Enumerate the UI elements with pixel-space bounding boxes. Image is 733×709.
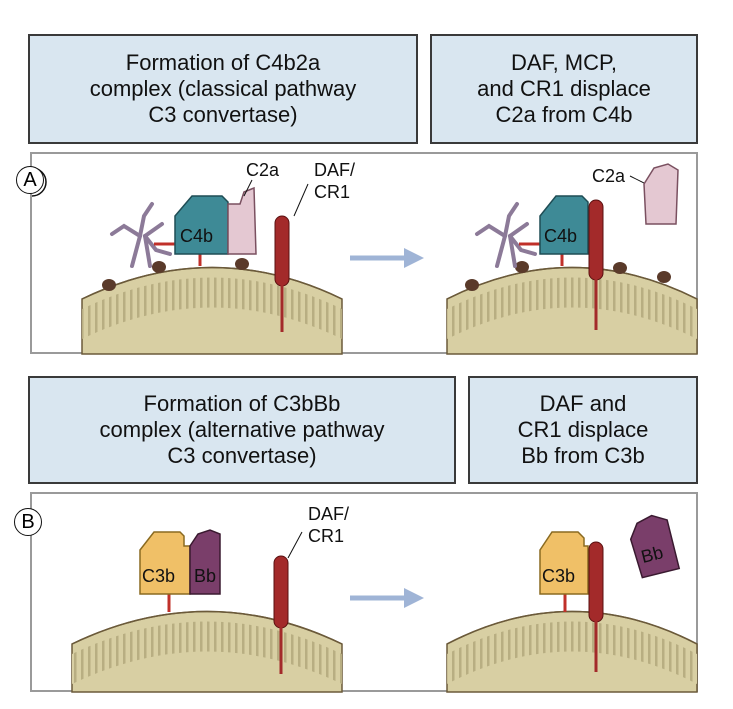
panel-b-marker: B (14, 508, 42, 536)
panel-b: C3b Bb DAF/ CR1 C3b Bb (30, 492, 698, 693)
arrow-icon (350, 248, 424, 268)
membrane-bump (613, 262, 627, 274)
cr1-label: CR1 (314, 182, 350, 202)
header-alternative-formation: Formation of C3bBb complex (alternative … (28, 376, 456, 484)
c4b-label: C4b (180, 226, 213, 246)
panel-a: C4b C2a DAF/ CR1 (30, 152, 698, 355)
panel-a-marker-text: A (23, 168, 37, 191)
header-classical-formation: Formation of C4b2a complex (classical pa… (28, 34, 418, 144)
arrow-icon (350, 588, 424, 608)
header-line: C2a from C4b (495, 102, 633, 127)
c2a-pointer (243, 179, 253, 197)
membrane-bump (102, 279, 116, 291)
header-line: and CR1 displace (477, 76, 651, 101)
header-line: complex (classical pathway (89, 76, 357, 101)
panel-b-diagram: C3b Bb DAF/ CR1 C3b Bb (71, 504, 698, 693)
header-line: DAF, MCP, (511, 50, 617, 75)
header-line: Formation of C3bBb (143, 391, 341, 416)
cr1-label: CR1 (308, 526, 344, 546)
header-line: DAF and (539, 391, 627, 416)
header-line: CR1 displace (517, 417, 649, 442)
daf-cr1-protein (588, 541, 604, 623)
c3b-label: C3b (142, 566, 175, 586)
panel-a-diagram: C4b C2a DAF/ CR1 (32, 160, 698, 355)
header-line: complex (alternative pathway (99, 417, 385, 442)
antibody-icon (475, 202, 537, 268)
bb-released: Bb (629, 514, 681, 579)
c2a-released-shape (643, 163, 679, 225)
bb-label: Bb (194, 566, 216, 586)
c3b-shape (539, 531, 589, 595)
membrane-bump (465, 279, 479, 291)
c3b-shape (139, 531, 191, 595)
panel-a-marker: A (16, 166, 44, 194)
c2a-label: C2a (246, 160, 280, 180)
bb-shape (189, 529, 221, 595)
daf-cr1-protein (274, 215, 290, 287)
daf-pointer (293, 183, 309, 217)
daf-cr1-protein (588, 199, 604, 281)
membrane-bump (515, 261, 529, 273)
membrane-bump (235, 258, 249, 270)
daf-cr1-protein (273, 555, 289, 629)
membrane-right (446, 610, 698, 693)
header-classical-displacement: DAF, MCP, and CR1 displace C2a from C4b (430, 34, 698, 144)
c4b-shape (174, 195, 229, 255)
membrane-bump (657, 271, 671, 283)
header-line: C3 convertase) (167, 443, 317, 468)
antibody-icon (110, 202, 172, 268)
header-alternative-displacement: DAF and CR1 displace Bb from C3b (468, 376, 698, 484)
daf-label: DAF/ (308, 504, 349, 524)
c4b-label: C4b (544, 226, 577, 246)
header-line: Formation of C4b2a (125, 50, 321, 75)
daf-label: DAF/ (314, 160, 355, 180)
header-line: C3 convertase) (148, 102, 298, 127)
c3b-label: C3b (542, 566, 575, 586)
c4b-shape (539, 195, 589, 255)
c2a-shape (227, 186, 257, 255)
c2a-released-label: C2a (592, 166, 626, 186)
daf-pointer (287, 531, 303, 559)
membrane-bump (152, 261, 166, 273)
header-line: Bb from C3b (521, 443, 645, 468)
membrane-left (71, 610, 343, 693)
panel-b-marker-text: B (21, 510, 35, 533)
membrane-left (81, 266, 343, 355)
